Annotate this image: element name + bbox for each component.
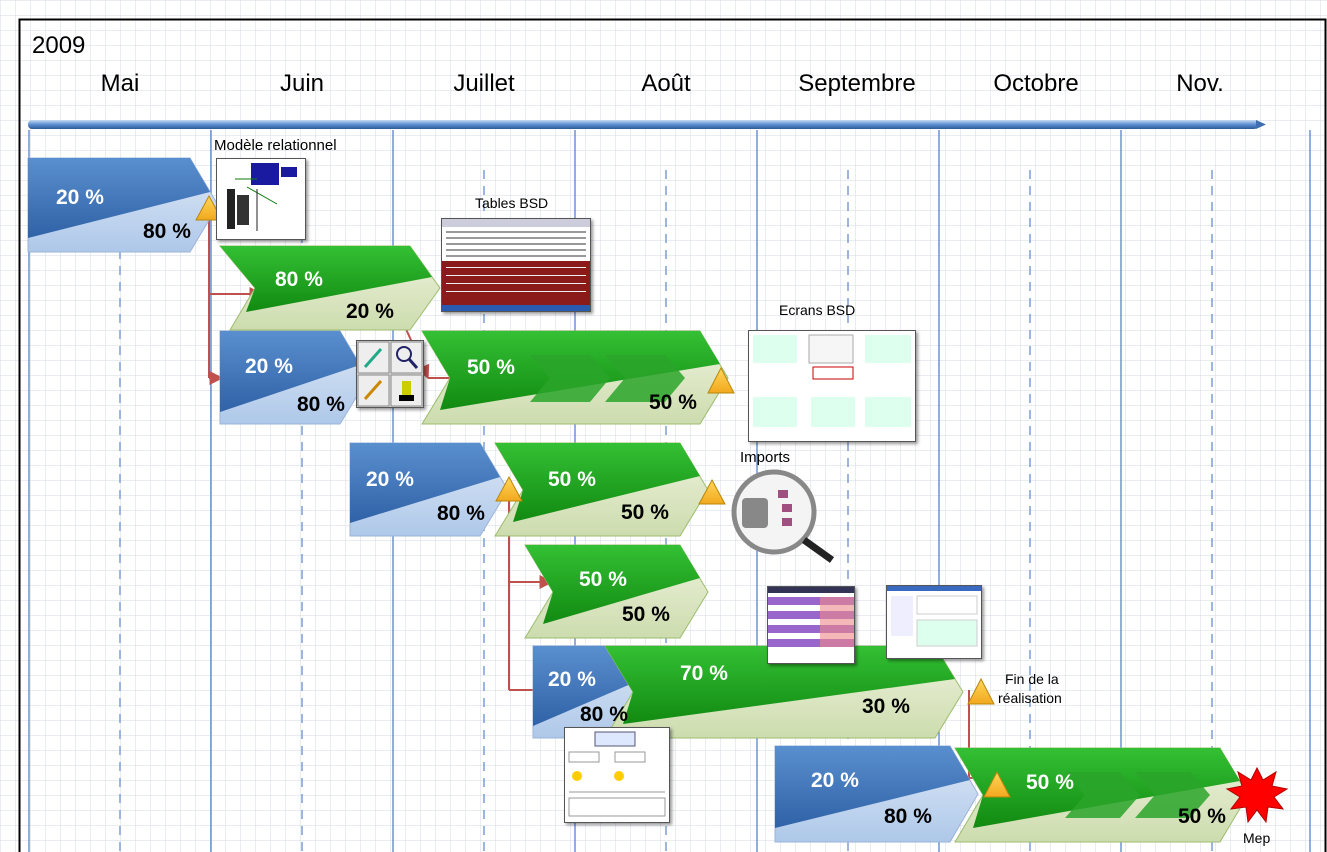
screen-thumbnail-1 (767, 586, 855, 664)
milestone-marker (495, 475, 523, 502)
month-label-mai: Mai (100, 70, 140, 97)
month-label-aout: Août (641, 70, 691, 97)
month-label-nov: Nov. (1176, 70, 1224, 97)
ecrans-bsd-thumbnail (748, 330, 916, 442)
year-label: 2009 (32, 32, 86, 59)
task-shape (494, 442, 709, 537)
task-9-top-pct: 70 % (680, 662, 728, 685)
task-shape (218, 245, 441, 331)
task-11-bottom-pct: 50 % (1178, 805, 1226, 828)
task-shape (219, 330, 369, 425)
task-shape (524, 544, 709, 639)
mep-star-icon (1225, 766, 1289, 824)
label-tables-bsd: Tables BSD (475, 195, 549, 211)
task-1-bottom-pct: 80 % (143, 220, 191, 243)
task-10-top-pct: 20 % (811, 769, 859, 792)
form-thumbnail (564, 727, 670, 823)
label-ecrans-bsd: Ecrans BSD (779, 302, 856, 318)
task-6-top-pct: 50 % (548, 468, 596, 491)
task-shape (27, 157, 219, 253)
task-7-top-pct: 50 % (579, 568, 627, 591)
tables-bsd-thumbnail (441, 218, 591, 312)
imports-magnifier-icon (728, 468, 840, 564)
milestone-marker (983, 770, 1011, 798)
task-4-bottom-pct: 50 % (649, 391, 697, 414)
task-shape (349, 442, 509, 537)
task-5-bottom-pct: 80 % (437, 502, 485, 525)
task-8-top-pct: 20 % (548, 668, 596, 691)
milestone-marker (967, 677, 995, 705)
task-7-bottom-pct: 50 % (622, 603, 670, 626)
task-shape (421, 330, 729, 425)
task-shape (604, 645, 964, 739)
month-label-septembre: Septembre (798, 70, 916, 97)
tools-icon-grid (356, 340, 424, 408)
label-modele-relationnel: Modèle relationnel (214, 137, 337, 154)
task-8-bottom-pct: 80 % (580, 703, 628, 726)
milestone-marker (698, 478, 726, 505)
milestone-marker (707, 366, 735, 394)
task-2-top-pct: 80 % (275, 268, 323, 291)
label-mep: Mep (1243, 830, 1271, 846)
label-fin-line2: réalisation (998, 690, 1062, 706)
label-fin-line1: Fin de la (1005, 671, 1059, 687)
task-1-top-pct: 20 % (56, 186, 104, 209)
screen-thumbnail-2 (886, 585, 982, 659)
task-10-bottom-pct: 80 % (884, 805, 932, 828)
relational-model-thumbnail (216, 158, 306, 240)
task-2-bottom-pct: 20 % (346, 300, 394, 323)
month-label-octobre: Octobre (993, 70, 1079, 97)
timeline-bar (28, 120, 1266, 129)
milestones (195, 194, 1011, 798)
month-label-juin: Juin (279, 70, 325, 97)
task-3-bottom-pct: 80 % (297, 393, 345, 416)
task-4-top-pct: 50 % (467, 356, 515, 379)
task-3-top-pct: 20 % (245, 355, 293, 378)
month-label-juillet: Juillet (453, 70, 515, 97)
label-imports: Imports (740, 449, 791, 466)
task-shape (774, 745, 979, 843)
task-11-top-pct: 50 % (1026, 771, 1074, 794)
task-9-bottom-pct: 30 % (862, 695, 910, 718)
task-shape (954, 747, 1249, 843)
task-6-bottom-pct: 50 % (621, 501, 669, 524)
milestone-marker (195, 194, 223, 221)
task-5-top-pct: 20 % (366, 468, 414, 491)
